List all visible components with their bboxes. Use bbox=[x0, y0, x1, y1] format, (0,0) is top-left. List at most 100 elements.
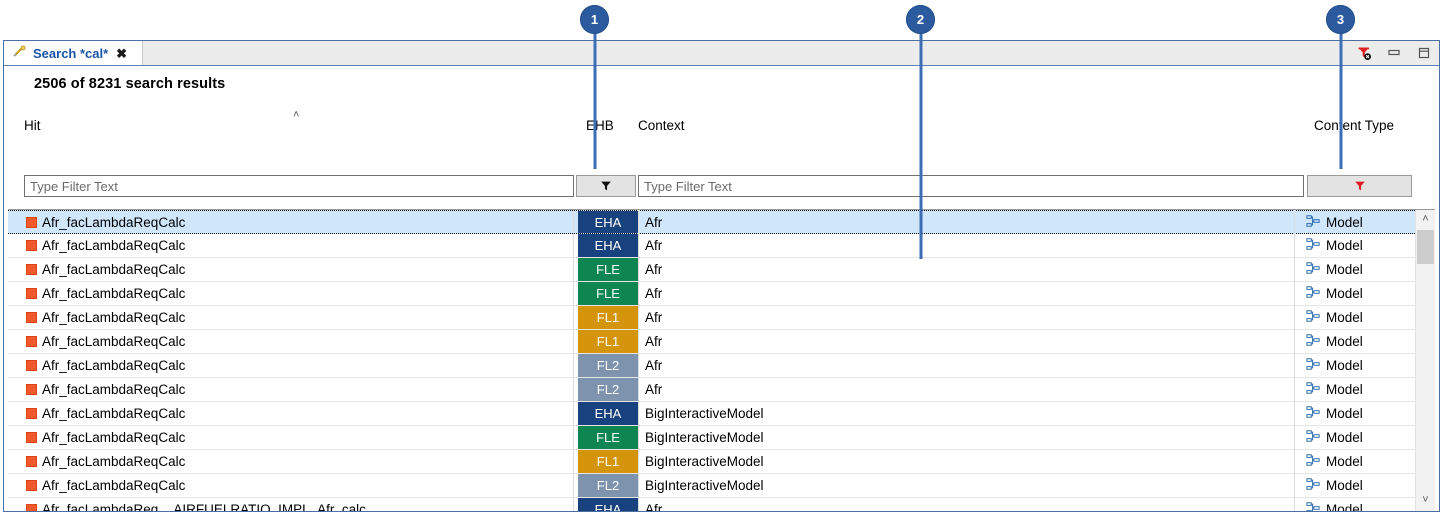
status-badge: FL2 bbox=[578, 378, 638, 401]
hit-label: Afr_facLambdaReqCalc bbox=[42, 406, 186, 421]
content-type-label: Model bbox=[1326, 502, 1363, 511]
model-hierarchy-icon bbox=[1306, 357, 1320, 374]
model-hierarchy-icon bbox=[1306, 477, 1320, 494]
content-type-filter-button[interactable] bbox=[1307, 175, 1412, 197]
hit-label: Afr_facLambdaReqCalc bbox=[42, 334, 186, 349]
cell-content-type: Model bbox=[1306, 285, 1363, 302]
column-header-hit[interactable]: Hit bbox=[24, 117, 41, 133]
ehb-filter-button[interactable] bbox=[576, 175, 636, 197]
cell-context: BigInteractiveModel bbox=[645, 430, 764, 445]
content-type-label: Model bbox=[1326, 334, 1363, 349]
content-type-label: Model bbox=[1326, 454, 1363, 469]
orange-square-icon bbox=[26, 480, 37, 491]
cell-hit: Afr_facLambdaReqCalc bbox=[26, 382, 185, 397]
model-hierarchy-icon bbox=[1306, 285, 1320, 302]
cell-content-type: Model bbox=[1306, 333, 1363, 350]
hit-filter-input[interactable]: Type Filter Text bbox=[24, 175, 574, 197]
scroll-down-icon[interactable]: ˅ bbox=[1422, 494, 1429, 506]
orange-square-icon bbox=[26, 288, 37, 299]
orange-square-icon bbox=[26, 408, 37, 419]
cell-context: Afr bbox=[645, 334, 663, 349]
status-badge: FL1 bbox=[578, 450, 638, 473]
callout-badge-1: 1 bbox=[580, 5, 609, 34]
cell-hit: Afr_facLambdaReq__AIRFUELRATIO_IMPL_Afr_… bbox=[26, 502, 366, 511]
status-badge: FLE bbox=[578, 426, 638, 449]
cell-context: Afr bbox=[645, 214, 663, 230]
model-hierarchy-icon bbox=[1306, 381, 1320, 398]
model-hierarchy-icon bbox=[1306, 405, 1320, 422]
hit-label: Afr_facLambdaReqCalc bbox=[42, 286, 186, 301]
scroll-up-icon[interactable]: ˄ bbox=[1422, 213, 1429, 225]
column-divider-ctx bbox=[638, 210, 639, 511]
content-type-label: Model bbox=[1326, 358, 1363, 373]
content-type-label: Model bbox=[1326, 382, 1363, 397]
content-type-label: Model bbox=[1326, 310, 1363, 325]
cell-context: Afr bbox=[645, 310, 663, 325]
cell-content-type: Model bbox=[1306, 214, 1363, 231]
column-header-content-type[interactable]: Content Type bbox=[1314, 117, 1395, 133]
scrollbar-thumb[interactable] bbox=[1417, 230, 1434, 264]
filter-icon-active bbox=[1354, 181, 1365, 191]
hit-label: Afr_facLambdaReqCalc bbox=[42, 214, 186, 230]
close-icon[interactable]: ✖ bbox=[116, 45, 128, 61]
tab-search[interactable]: Search *cal* ✖ bbox=[4, 41, 135, 65]
column-header-context[interactable]: Context bbox=[638, 117, 685, 133]
status-badge: EHA bbox=[578, 234, 638, 257]
vertical-scrollbar[interactable]: ˄ ˅ bbox=[1415, 210, 1435, 511]
status-badge: FL1 bbox=[578, 306, 638, 329]
hit-label: Afr_facLambdaReqCalc bbox=[42, 478, 186, 493]
filter-icon bbox=[601, 181, 611, 191]
status-badge: EHA bbox=[578, 402, 638, 425]
column-header-ehb[interactable]: EHB bbox=[586, 117, 614, 133]
orange-square-icon bbox=[26, 264, 37, 275]
model-hierarchy-icon bbox=[1306, 237, 1320, 254]
search-pin-icon bbox=[12, 44, 27, 62]
cell-content-type: Model bbox=[1306, 405, 1363, 422]
view-toolbar bbox=[1355, 41, 1433, 65]
cell-content-type: Model bbox=[1306, 429, 1363, 446]
orange-square-icon bbox=[26, 432, 37, 443]
tab-title: Search *cal* bbox=[33, 45, 109, 61]
cell-context: Afr bbox=[645, 286, 663, 301]
maximize-icon[interactable] bbox=[1415, 44, 1433, 62]
cell-hit: Afr_facLambdaReqCalc bbox=[26, 215, 185, 230]
cell-context: Afr bbox=[645, 502, 663, 511]
table-row[interactable]: Afr_facLambdaReq__AIRFUELRATIO_IMPL_Afr_… bbox=[8, 498, 1415, 511]
orange-square-icon bbox=[26, 504, 37, 511]
cell-content-type: Model bbox=[1306, 501, 1363, 511]
status-badge: FLE bbox=[578, 258, 638, 281]
clear-filter-icon[interactable] bbox=[1355, 44, 1373, 62]
results-count: 2506 of 8231 search results bbox=[34, 76, 226, 92]
cell-hit: Afr_facLambdaReqCalc bbox=[26, 262, 185, 277]
hit-label: Afr_facLambdaReqCalc bbox=[42, 430, 186, 445]
status-badge: EHA bbox=[578, 211, 638, 233]
table-row[interactable]: Afr_facLambdaReqCalc EHA Afr Model bbox=[8, 210, 1415, 234]
cell-content-type: Model bbox=[1306, 453, 1363, 470]
table-row[interactable]: Afr_facLambdaReqCalc FLE BigInteractiveMod… bbox=[8, 426, 1415, 450]
cell-content-type: Model bbox=[1306, 357, 1363, 374]
orange-square-icon bbox=[26, 240, 37, 251]
cell-content-type: Model bbox=[1306, 381, 1363, 398]
cell-hit: Afr_facLambdaReqCalc bbox=[26, 286, 185, 301]
callout-badge-3: 3 bbox=[1326, 5, 1355, 34]
column-divider-ehb bbox=[573, 210, 574, 511]
column-divider-ct bbox=[1294, 210, 1295, 511]
callout-badge-2: 2 bbox=[906, 5, 935, 34]
minimize-icon[interactable] bbox=[1385, 44, 1403, 62]
context-filter-input[interactable]: Type Filter Text bbox=[638, 175, 1304, 197]
orange-square-icon bbox=[26, 360, 37, 371]
tabbar-filler bbox=[142, 41, 1439, 65]
content-type-label: Model bbox=[1326, 478, 1363, 493]
